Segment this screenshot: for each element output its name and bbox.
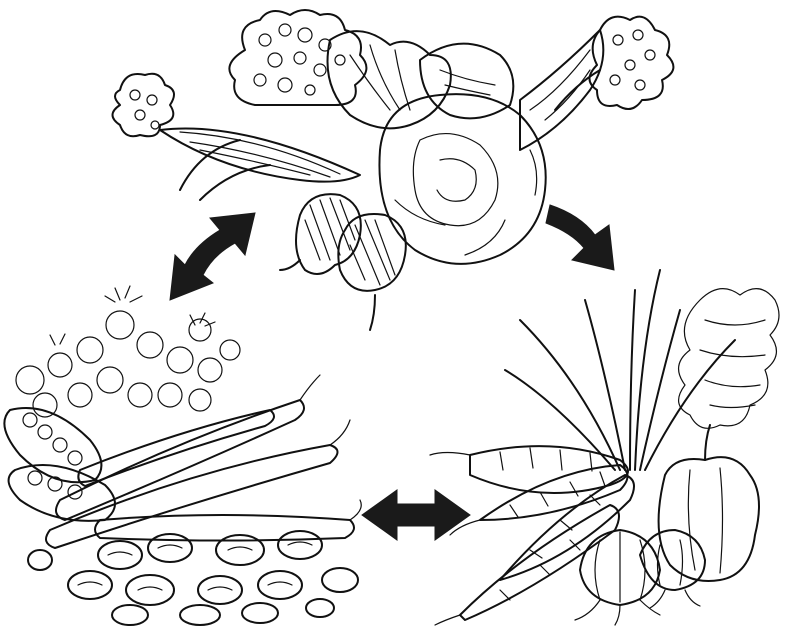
bean-seed-icon	[28, 531, 358, 625]
leafy-greens-icon	[328, 31, 514, 128]
bell-pepper-icon	[659, 425, 759, 581]
broccoli-icon	[113, 74, 175, 137]
arrow-top-to-right	[546, 205, 614, 270]
legumes-group	[4, 286, 361, 625]
arrow-right-left	[362, 490, 470, 540]
broccoli-icon	[555, 17, 673, 110]
bean-pod-icon	[46, 375, 361, 548]
cauliflower-icon	[229, 10, 366, 105]
parsley-icon	[679, 289, 779, 429]
pea-pod-icon	[4, 408, 115, 521]
pea-flower-icon	[16, 286, 240, 417]
arrow-left-top	[170, 213, 255, 300]
root-and-bulb-vegetables-group	[430, 270, 779, 625]
